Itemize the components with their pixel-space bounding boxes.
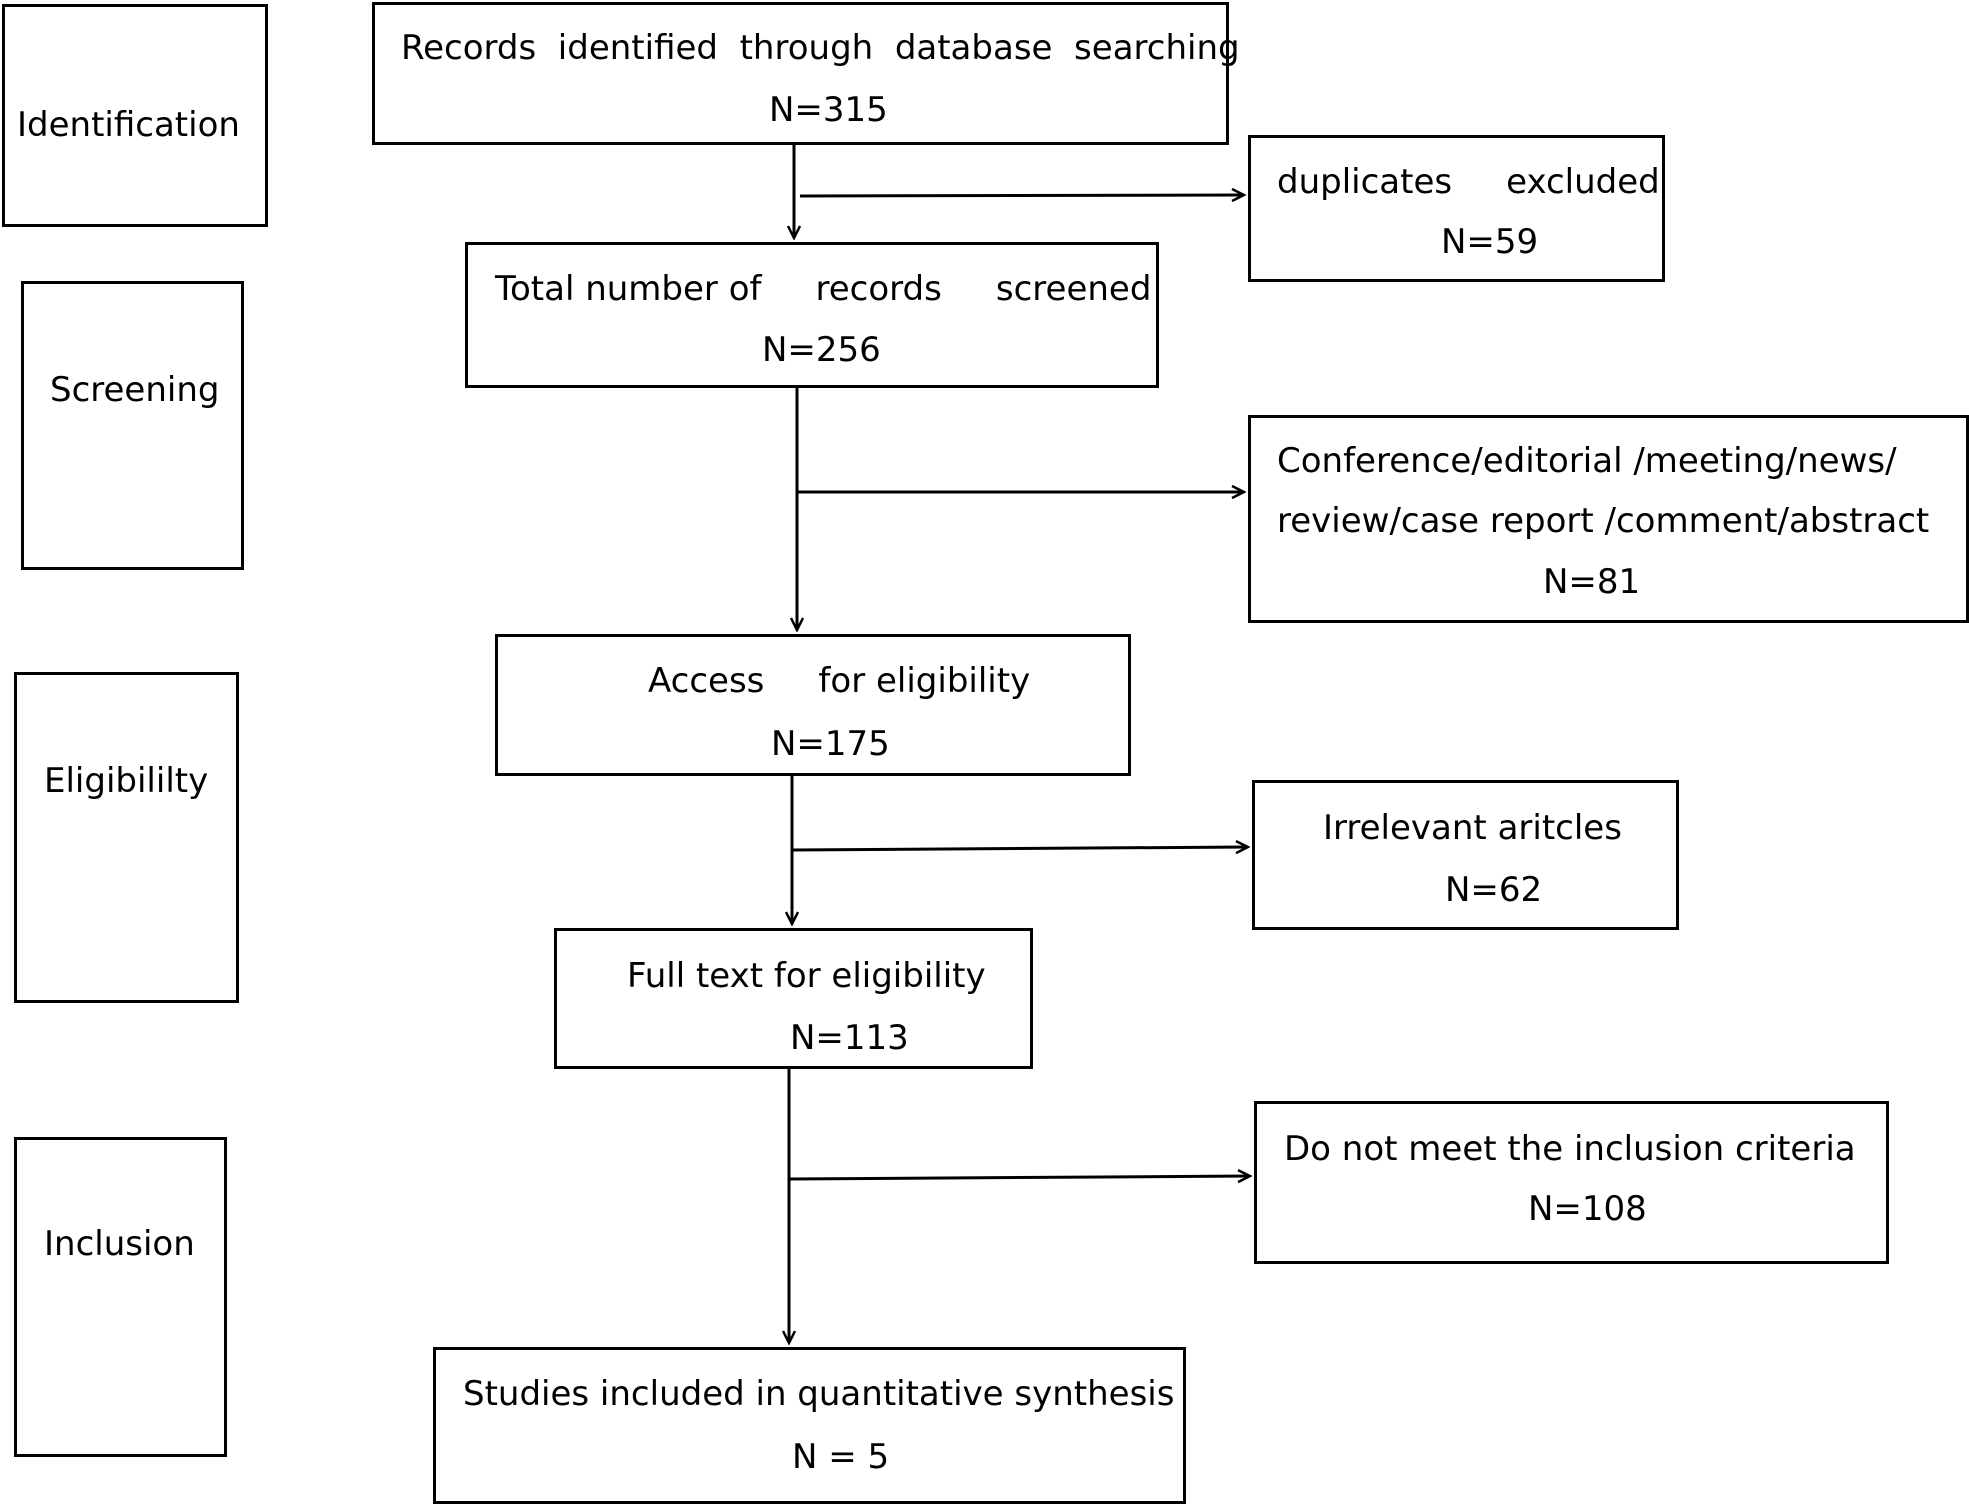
publication-types-line2: review/case report /comment/abstract — [1277, 501, 1930, 541]
records-screened-label: Total number of records screened — [495, 269, 1152, 309]
publication-types-count: N=81 — [1543, 562, 1641, 602]
records-identified-box — [372, 2, 1229, 145]
stage-eligibility-box — [14, 672, 239, 1003]
stage-eligibility-label: Eligibililty — [44, 761, 209, 801]
stage-inclusion-label: Inclusion — [44, 1224, 195, 1264]
stage-inclusion-box — [14, 1137, 227, 1457]
access-eligibility-box — [495, 634, 1131, 776]
duplicates-excluded-box — [1248, 135, 1665, 282]
publication-types-line1: Conference/editorial /meeting/news/ — [1277, 441, 1897, 481]
studies-included-count: N = 5 — [792, 1437, 890, 1477]
connector-to-inclusion-criteria — [788, 1176, 1250, 1179]
irrelevant-articles-count: N=62 — [1445, 870, 1543, 910]
duplicates-excluded-label: duplicates excluded — [1277, 162, 1660, 202]
stage-identification-label: Identification — [17, 105, 240, 145]
stage-screening-box — [21, 281, 244, 570]
duplicates-excluded-count: N=59 — [1441, 222, 1539, 262]
connector-to-duplicates — [799, 195, 1244, 196]
inclusion-criteria-excluded-box — [1254, 1101, 1889, 1264]
full-text-label: Full text for eligibility — [627, 956, 986, 996]
full-text-count: N=113 — [790, 1018, 909, 1058]
full-text-box — [554, 928, 1033, 1069]
records-screened-box — [465, 242, 1159, 388]
publication-types-excluded-box — [1248, 415, 1969, 623]
studies-included-label: Studies included in quantitative synthes… — [463, 1374, 1175, 1414]
inclusion-criteria-count: N=108 — [1528, 1189, 1647, 1229]
records-identified-label: Records identified through database sear… — [401, 28, 1240, 68]
access-eligibility-label: Access for eligibility — [648, 661, 1031, 701]
stage-identification-box — [2, 4, 268, 227]
stage-screening-label: Screening — [50, 370, 220, 410]
irrelevant-articles-box — [1252, 780, 1679, 930]
inclusion-criteria-label: Do not meet the inclusion criteria — [1284, 1129, 1856, 1169]
irrelevant-articles-label: Irrelevant aritcles — [1323, 808, 1622, 848]
access-eligibility-count: N=175 — [771, 724, 890, 764]
records-identified-count: N=315 — [769, 90, 888, 130]
records-screened-count: N=256 — [762, 330, 881, 370]
studies-included-box — [433, 1347, 1186, 1504]
connector-to-irrelevant — [791, 847, 1248, 850]
